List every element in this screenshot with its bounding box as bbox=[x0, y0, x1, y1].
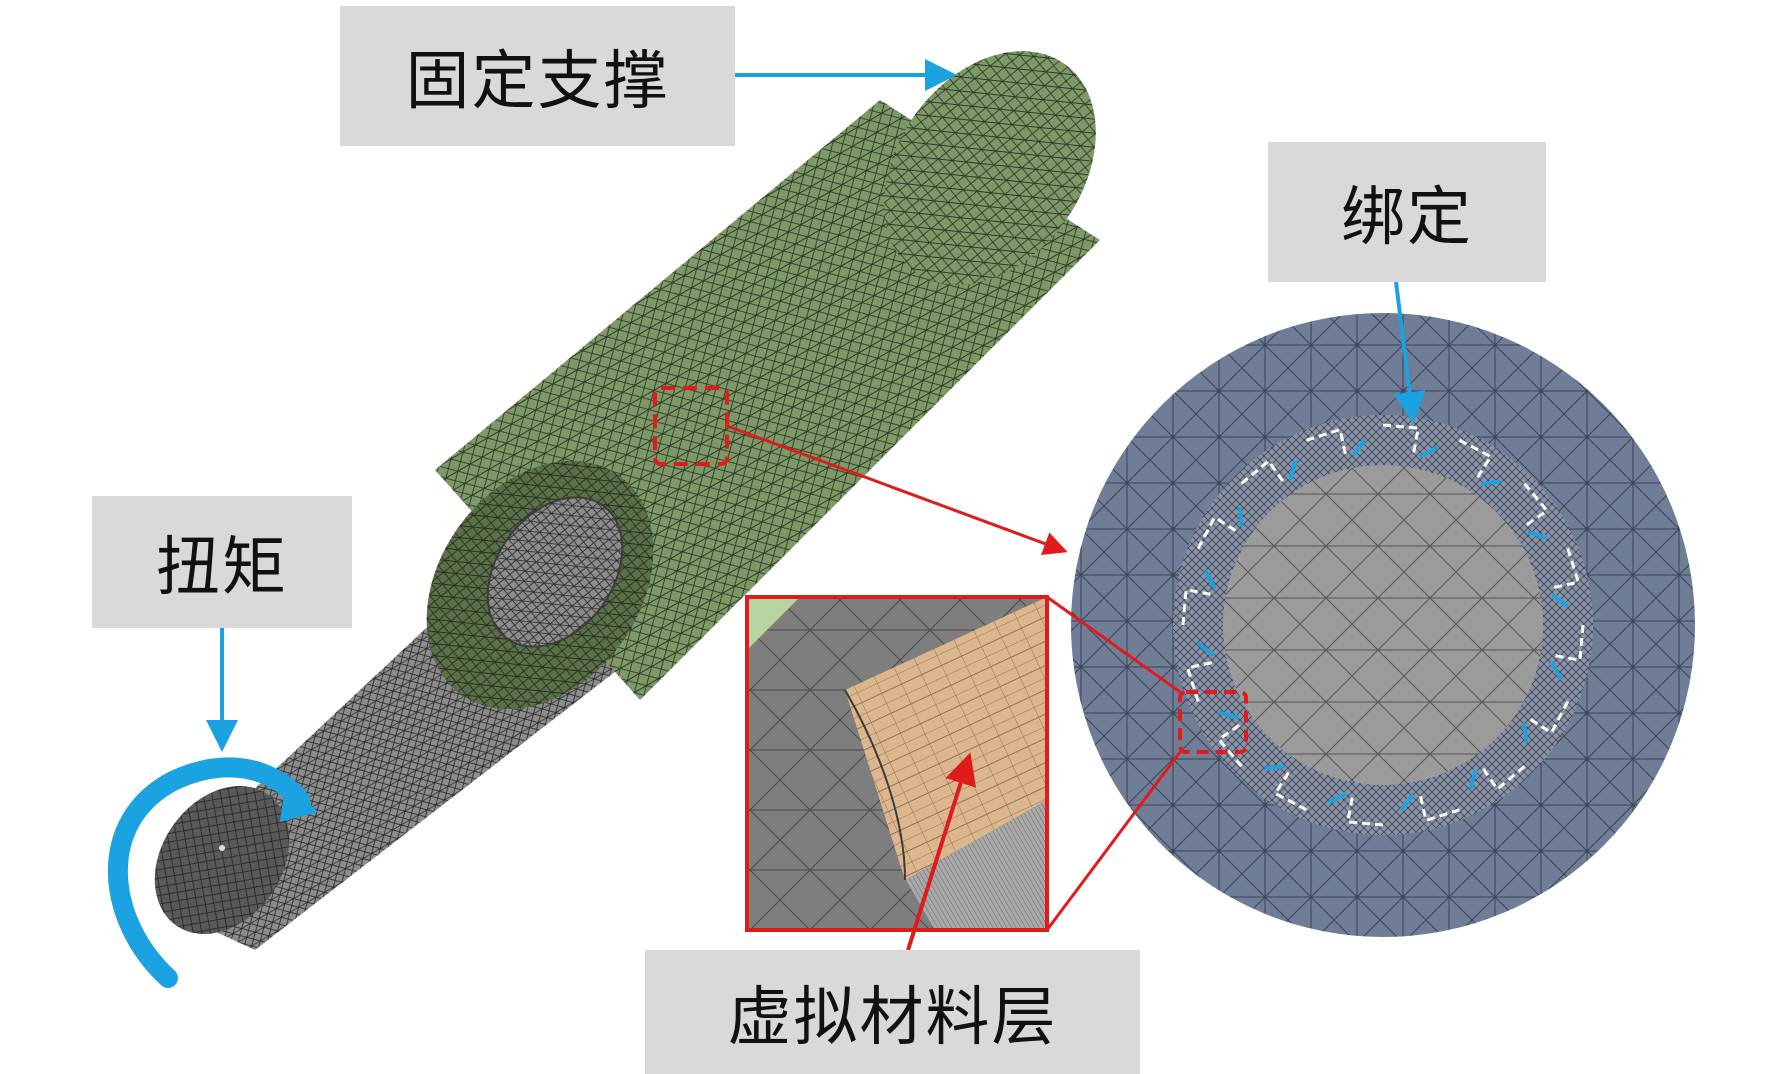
spline-bond-mark bbox=[1288, 460, 1298, 481]
bonded-label: 绑定 bbox=[1268, 142, 1546, 282]
cross-section bbox=[1071, 313, 1695, 937]
bonded-callout-arrow bbox=[1393, 281, 1426, 424]
spline-bond-mark bbox=[1203, 569, 1217, 590]
torque-text: 扭矩 bbox=[156, 531, 288, 605]
spline-bond-mark bbox=[1327, 791, 1348, 805]
spline-bond-mark bbox=[1418, 445, 1439, 459]
virtual-layer-callout-arrow bbox=[906, 752, 977, 951]
virtual-material-layer-label: 虚拟材料层 bbox=[645, 950, 1140, 1074]
spline-bond-mark bbox=[1351, 438, 1367, 457]
spline-tooth-outline bbox=[1346, 794, 1384, 827]
spline-tooth-outline bbox=[1527, 700, 1570, 735]
spline-tooth-outline bbox=[1216, 722, 1243, 768]
spline-teeth bbox=[1181, 423, 1585, 827]
spline-tooth-outline bbox=[1523, 482, 1550, 528]
sleeve-far-end bbox=[884, 51, 1096, 285]
spline-bond-mark bbox=[1527, 530, 1548, 540]
spline-tooth-outline bbox=[1550, 548, 1581, 590]
spline-tooth-outline bbox=[1185, 660, 1216, 702]
spline-tooth-outline bbox=[1382, 423, 1420, 456]
spline-tooth-outline bbox=[1240, 458, 1286, 485]
spline-bond-mark bbox=[1237, 506, 1244, 527]
torque-label: 扭矩 bbox=[92, 496, 352, 628]
spline-bond-mark bbox=[1399, 793, 1415, 812]
fixed-support-label: 固定支撑 bbox=[340, 6, 735, 146]
spline-tooth-outline bbox=[1458, 438, 1493, 481]
virtual-material-layer-text: 虚拟材料层 bbox=[727, 981, 1058, 1055]
spline-bond-mark bbox=[1551, 593, 1570, 609]
spline-bond-mark bbox=[1468, 769, 1478, 790]
spline-tooth-outline bbox=[1181, 588, 1214, 626]
section-detail-highlight bbox=[1178, 690, 1248, 754]
fixed-support-text: 固定支撑 bbox=[405, 45, 670, 119]
spline-tooth-outline bbox=[1196, 515, 1239, 550]
bonded-text: 绑定 bbox=[1341, 181, 1473, 255]
spline-tooth-outline bbox=[1480, 765, 1526, 792]
zoom-inset bbox=[745, 595, 1049, 951]
spline-tooth-outline bbox=[1306, 427, 1348, 458]
spline-tooth-outline bbox=[1273, 769, 1308, 812]
shaft-end-face bbox=[154, 785, 290, 935]
cross-section-core bbox=[1223, 465, 1543, 785]
spline-bond-mark bbox=[1218, 710, 1239, 720]
sleeve-to-section-arrow bbox=[726, 424, 1068, 556]
spline-tooth-outline bbox=[1418, 792, 1460, 823]
spline-tooth-outline bbox=[1552, 624, 1585, 662]
outer-sleeve bbox=[426, 51, 1100, 710]
spline-bond-mark bbox=[1196, 641, 1215, 657]
spline-bond-mark bbox=[1549, 660, 1563, 681]
torque-rotation-arrow-icon bbox=[107, 757, 318, 988]
spline-bond-mark bbox=[1522, 723, 1529, 744]
spline-bond-mark bbox=[1481, 479, 1502, 486]
spline-bond-mark bbox=[1264, 764, 1285, 771]
